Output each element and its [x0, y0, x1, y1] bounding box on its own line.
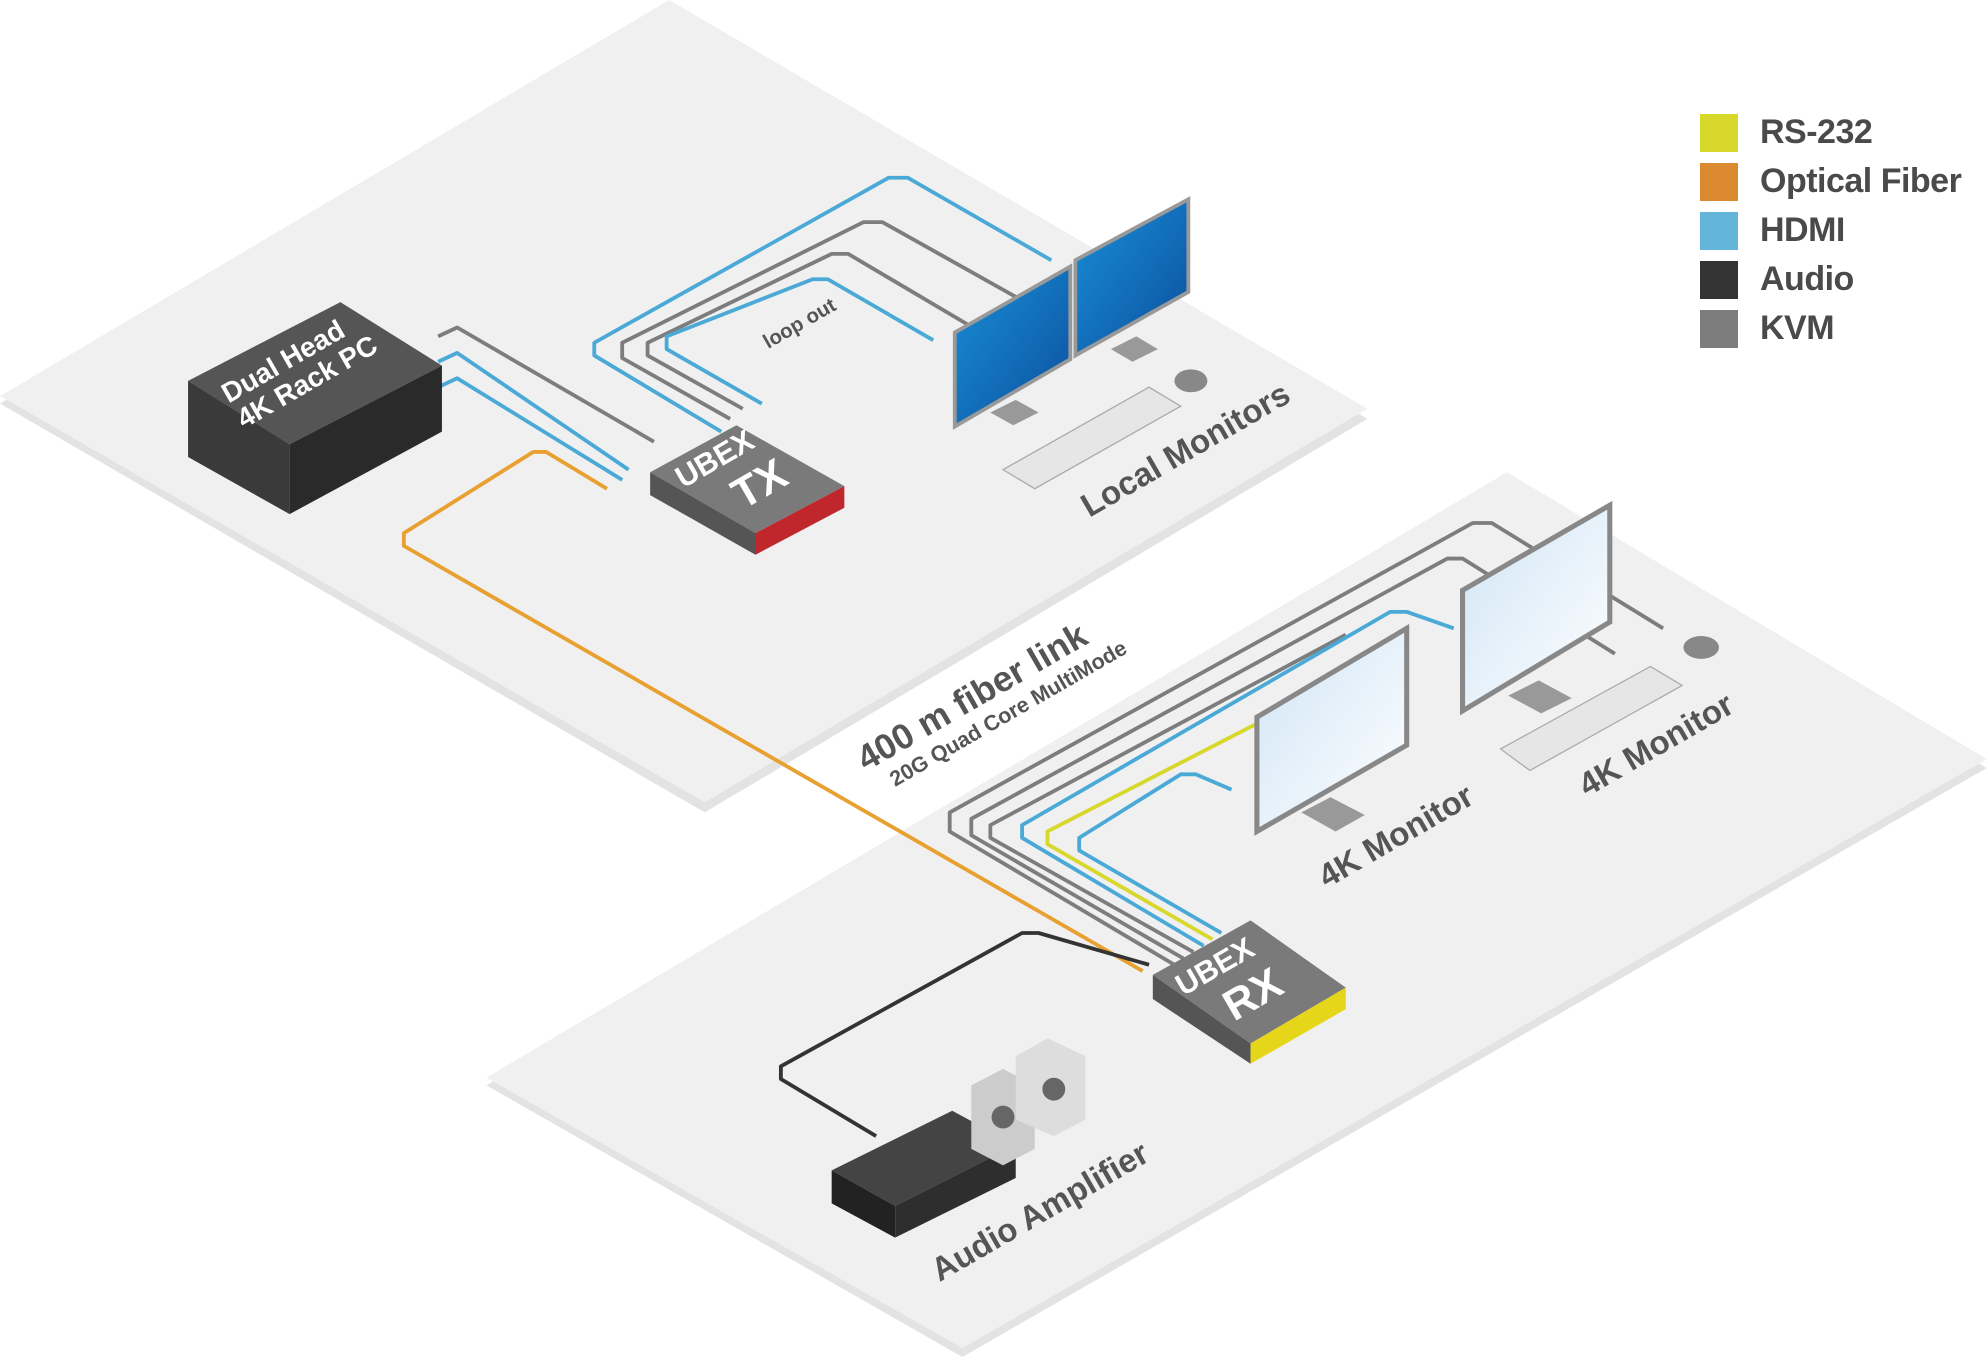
- legend-item-kvm: KVM: [1700, 304, 1961, 353]
- legend: RS-232 Optical Fiber HDMI Audio KVM: [1700, 108, 1962, 353]
- legend-swatch: [1700, 113, 1738, 152]
- legend-swatch: [1700, 211, 1738, 250]
- ubex-tx-device: UBEX TX: [650, 423, 845, 555]
- speaker-icon: [971, 1038, 1086, 1166]
- mouse-icon: [1174, 369, 1208, 393]
- legend-swatch: [1700, 162, 1738, 201]
- legend-item-rs232: RS-232: [1700, 108, 1961, 157]
- keyboard-icon: [1499, 665, 1684, 772]
- legend-item-hdmi: HDMI: [1700, 206, 1961, 255]
- keyboard-icon: [1001, 386, 1182, 490]
- legend-swatch: [1700, 309, 1738, 348]
- ubex-rx-device: UBEX RX: [1152, 920, 1346, 1064]
- legend-swatch: [1700, 260, 1738, 299]
- legend-item-optical-fiber: Optical Fiber: [1700, 157, 1962, 206]
- mouse-icon: [1683, 635, 1719, 659]
- cables-local: [401, 175, 1144, 973]
- legend-item-audio: Audio: [1700, 255, 1961, 304]
